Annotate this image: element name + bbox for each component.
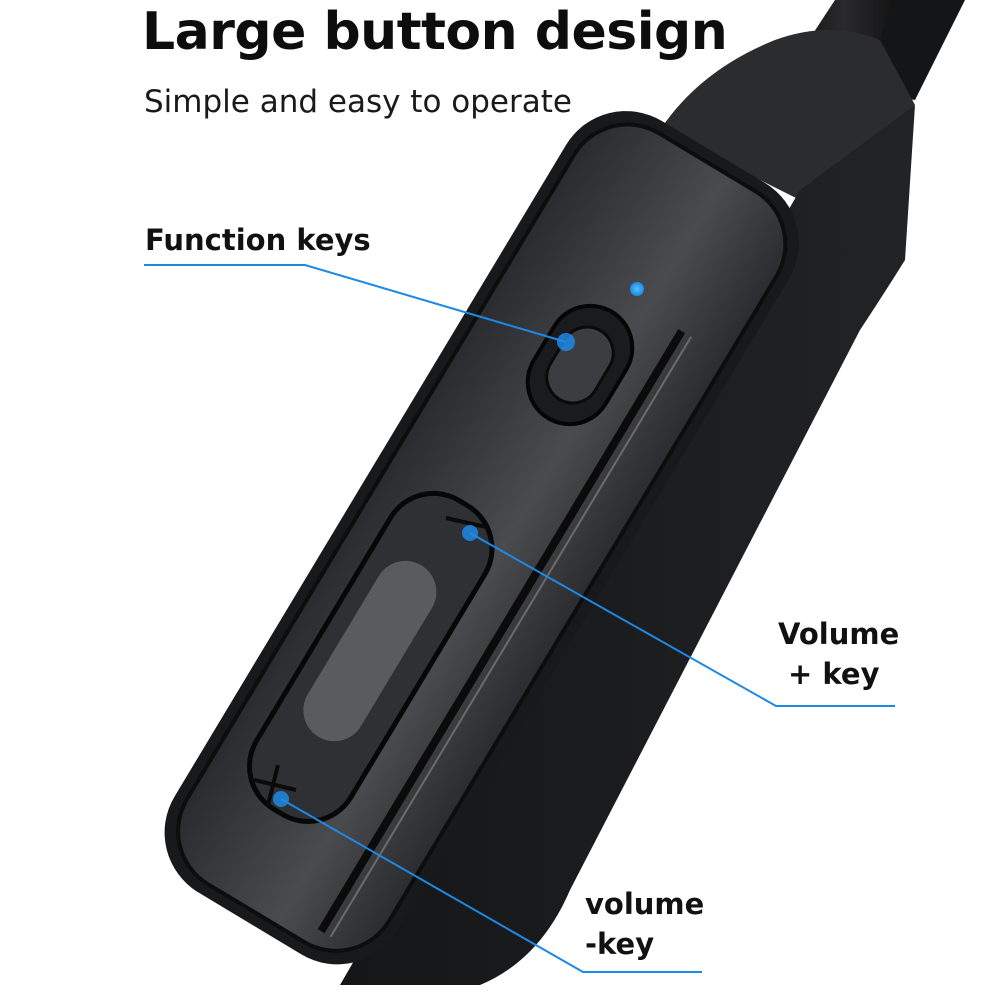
led-indicator xyxy=(630,282,644,296)
callout-volume-minus-dot xyxy=(273,791,289,807)
volume-minus-line2: -key xyxy=(585,927,655,961)
callout-function-dot xyxy=(557,333,575,351)
volume-minus-line1: volume xyxy=(585,887,705,921)
volume-minus-button[interactable] xyxy=(445,516,487,529)
volume-plus-line2: + key xyxy=(788,657,880,691)
callout-label-function-keys: Function keys xyxy=(145,223,371,257)
callout-label-volume-plus: Volume + key xyxy=(778,614,899,694)
page-subtitle: Simple and easy to operate xyxy=(144,84,572,120)
callout-volume-plus-line xyxy=(469,532,895,707)
callout-volume-plus-dot xyxy=(462,525,478,541)
callout-label-volume-minus: volume -key xyxy=(585,884,704,964)
volume-plus-button[interactable] xyxy=(253,764,297,806)
page-title: Large button design xyxy=(142,2,728,62)
callout-function-line xyxy=(144,264,567,343)
volume-plus-line1: Volume xyxy=(778,617,900,651)
callout-volume-minus-line xyxy=(280,798,702,973)
